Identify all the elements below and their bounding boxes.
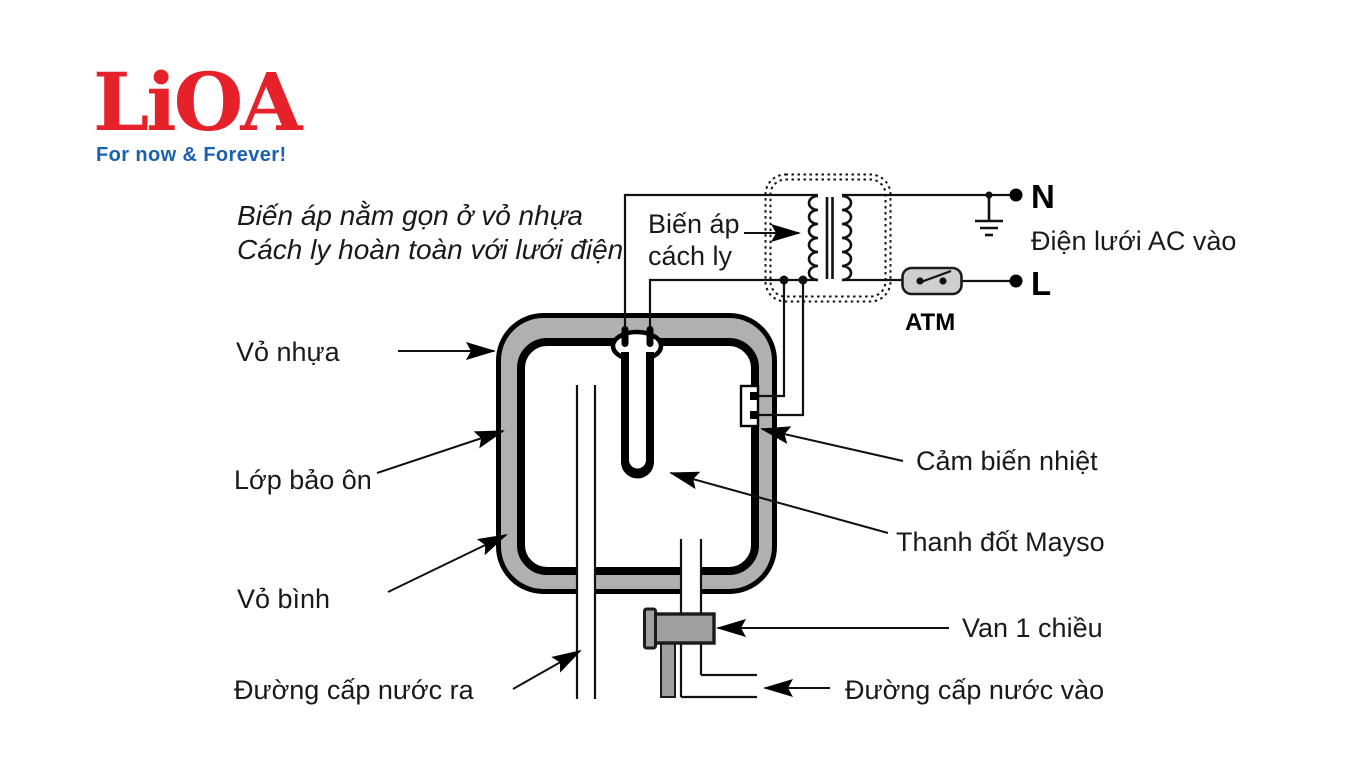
transformer-core — [825, 197, 834, 279]
tank-shell-label: Vỏ bình — [237, 584, 330, 614]
tank-shell-pointer — [387, 534, 508, 593]
wire-secondary-top — [623, 193, 818, 332]
ground-junction-dot — [985, 191, 993, 199]
heating-rod-label: Thanh đốt Mayso — [896, 527, 1105, 557]
thermal-sensor — [739, 384, 760, 428]
lioa-tagline: For now & Forever! — [96, 144, 287, 166]
wire-sensor-top — [753, 280, 786, 398]
transformer-label-line2: cách ly — [648, 241, 733, 271]
neutral-label: N — [1031, 178, 1055, 215]
one-way-valve — [643, 607, 716, 698]
heating-rod-pointer — [669, 471, 889, 534]
transformer-dashed-box-outer — [764, 173, 892, 303]
junction-dot — [798, 275, 808, 285]
transformer-label-line1: Biến áp — [648, 209, 740, 239]
breaker-label: ATM — [905, 309, 955, 336]
valve-body — [652, 612, 716, 645]
valve-label: Van 1 chiều — [962, 613, 1103, 643]
note-line1: Biến áp nằm gọn ở vỏ nhựa — [237, 200, 583, 231]
transformer-dashed-box-inner — [769, 178, 887, 298]
primary-coil — [807, 194, 819, 282]
valve-stem — [660, 641, 676, 698]
water-in-label: Đường cấp nước vào — [845, 675, 1104, 705]
junction-dot — [779, 275, 789, 285]
lioa-wordmark: LiOA — [93, 55, 302, 149]
ground-icon — [975, 195, 1003, 237]
note-line2: Cách ly hoàn toàn với lưới điện — [237, 234, 623, 265]
insulation-layer-label: Lớp bảo ôn — [234, 465, 372, 495]
live-label: L — [1031, 265, 1051, 302]
heating-element — [621, 352, 654, 479]
water-out-pointer — [512, 650, 582, 690]
wire-sensor-bottom — [753, 280, 805, 417]
secondary-coil — [841, 194, 853, 282]
thermal-sensor-label: Cảm biến nhiệt — [916, 446, 1098, 476]
live-terminal-dot — [1009, 274, 1023, 288]
lioa-logo: LiOA For now & Forever! — [93, 62, 413, 167]
insulation-layer-pointer — [376, 430, 505, 474]
neutral-terminal-dot — [1009, 188, 1023, 202]
switch-blade — [920, 269, 952, 284]
water-out-pipe — [575, 385, 597, 699]
wire-secondary-bottom — [648, 278, 818, 334]
element-lead — [621, 326, 629, 347]
isolation-transformer — [764, 173, 892, 303]
water-out-label: Đường cấp nước ra — [234, 675, 475, 705]
thermal-sensor-pointer — [760, 426, 904, 462]
plastic-shell-label: Vỏ nhựa — [236, 337, 341, 367]
wiring — [623, 193, 1010, 417]
element-lead — [646, 326, 654, 347]
mains-label: Điện lưới AC vào — [1031, 226, 1236, 256]
breaker-switch — [901, 266, 963, 296]
valve-cap — [643, 607, 657, 650]
